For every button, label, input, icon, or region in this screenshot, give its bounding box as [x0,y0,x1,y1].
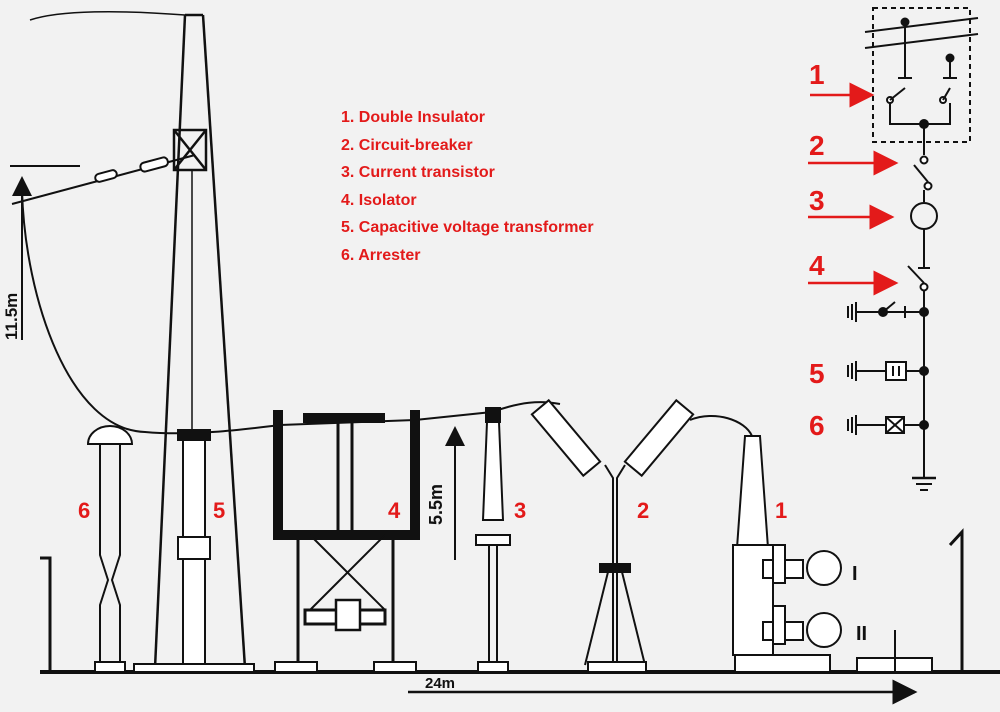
height-dimension-11-5m [10,165,80,340]
legend-item-isolator: 4. Isolator [341,191,417,209]
post-II [856,630,933,673]
equipment-number-6: 6 [78,498,90,523]
roman-label-I: I [852,563,858,585]
height-label-tower: 11.5m [2,293,21,340]
height-label-equipment: 5.5m [426,484,446,525]
equipment-number-2: 2 [637,498,649,523]
schematic-number-4: 4 [809,250,825,281]
capacitive-voltage-transformer [133,429,255,673]
legend-item-current-transistor: 3. Current transistor [341,164,495,181]
equipment-legend: 1. Double Insulator 2. Circuit-breaker 3… [341,104,594,269]
legend-item-double-insulator: 1. Double Insulator [341,109,486,126]
circuit-breaker [530,398,695,673]
line-insulator-string [11,10,196,205]
isolator [273,410,420,673]
schematic-number-1: 1 [809,59,825,90]
roman-label-II: II [856,623,867,645]
single-line-schematic [847,7,979,491]
legend-item-arrester: 6. Arrester [341,246,421,264]
legend-item-circuit-breaker: 2. Circuit-breaker [341,136,473,154]
equipment-number-4: 4 [388,498,401,523]
equipment-number-5: 5 [213,498,225,523]
schematic-number-5: 5 [809,358,825,389]
legend-item-capacitive-voltage-transformer: 5. Capacitive voltage transformer [341,219,594,236]
overhead-conductor [21,189,753,437]
lattice-tower [153,13,247,669]
schematic-number-2: 2 [809,130,825,161]
current-transformer [475,407,511,673]
schematic-number-6: 6 [809,410,825,441]
equipment-number-1: 1 [775,498,787,523]
surge-arrester [86,425,134,673]
base-length-label: 24m [425,675,455,692]
schematic-pointer-arrows [808,82,899,296]
schematic-number-3: 3 [809,185,825,216]
double-insulator [732,435,842,673]
equipment-number-3: 3 [514,498,526,523]
